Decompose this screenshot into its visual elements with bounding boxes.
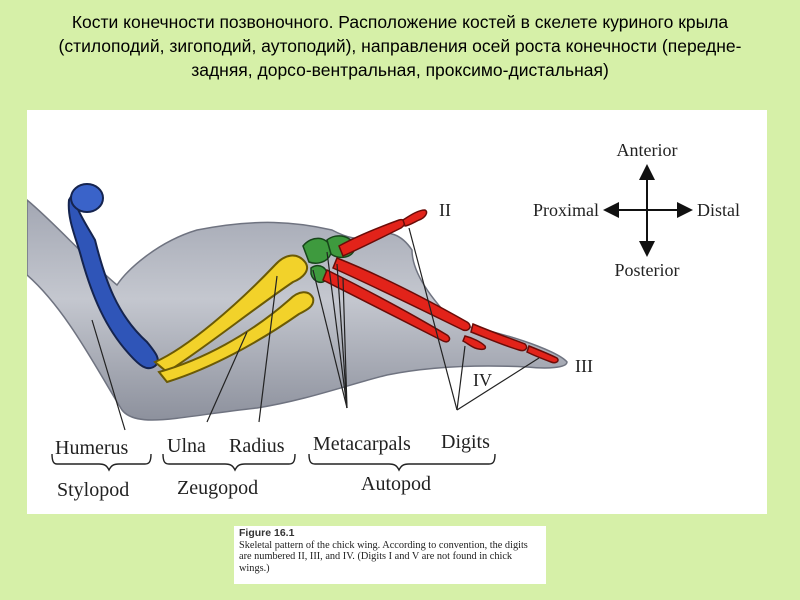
- humerus-head: [70, 183, 104, 213]
- digit-iii-phalanx-1: [470, 322, 528, 352]
- wing-diagram: Anterior Posterior Proximal Distal II II…: [27, 140, 740, 501]
- grouping-braces: [51, 453, 496, 472]
- numeral-iv: IV: [473, 370, 492, 390]
- metacarpal-iv: [322, 268, 451, 343]
- caption-text: Skeletal pattern of the chick wing. Acco…: [239, 539, 528, 574]
- label-radius: Radius: [229, 435, 285, 457]
- label-ulna: Ulna: [167, 435, 206, 457]
- figure-caption: Figure 16.1 Skeletal pattern of the chic…: [234, 526, 546, 584]
- slide-title: Кости конечности позвоночного. Расположе…: [58, 12, 742, 80]
- label-metacarpals: Metacarpals: [313, 433, 411, 455]
- digit-iv-phalanx: [462, 335, 487, 351]
- label-digits: Digits: [441, 431, 490, 453]
- metacarpal-iii: [332, 257, 471, 332]
- digit-iii-phalanx-2: [526, 345, 559, 364]
- label-humerus: Humerus: [55, 437, 129, 459]
- leader-lines: [91, 227, 540, 431]
- label-proximal: Proximal: [533, 200, 599, 220]
- numeral-iii: III: [575, 356, 593, 376]
- label-posterior: Posterior: [615, 260, 680, 280]
- axis-cross: [603, 164, 693, 257]
- label-zeugopod: Zeugopod: [177, 477, 258, 499]
- label-stylopod: Stylopod: [57, 479, 129, 501]
- humerus-bone: [67, 189, 159, 370]
- label-distal: Distal: [697, 200, 740, 220]
- label-anterior: Anterior: [617, 140, 678, 160]
- radius-bone: [157, 291, 315, 384]
- caption-figure-number: Figure 16.1: [239, 527, 295, 539]
- digit-ii-phalanx: [402, 209, 428, 227]
- label-autopod: Autopod: [361, 473, 431, 495]
- numeral-ii: II: [439, 200, 451, 220]
- ulna-bone: [153, 254, 309, 374]
- figure-panel: Anterior Posterior Proximal Distal II II…: [27, 110, 767, 514]
